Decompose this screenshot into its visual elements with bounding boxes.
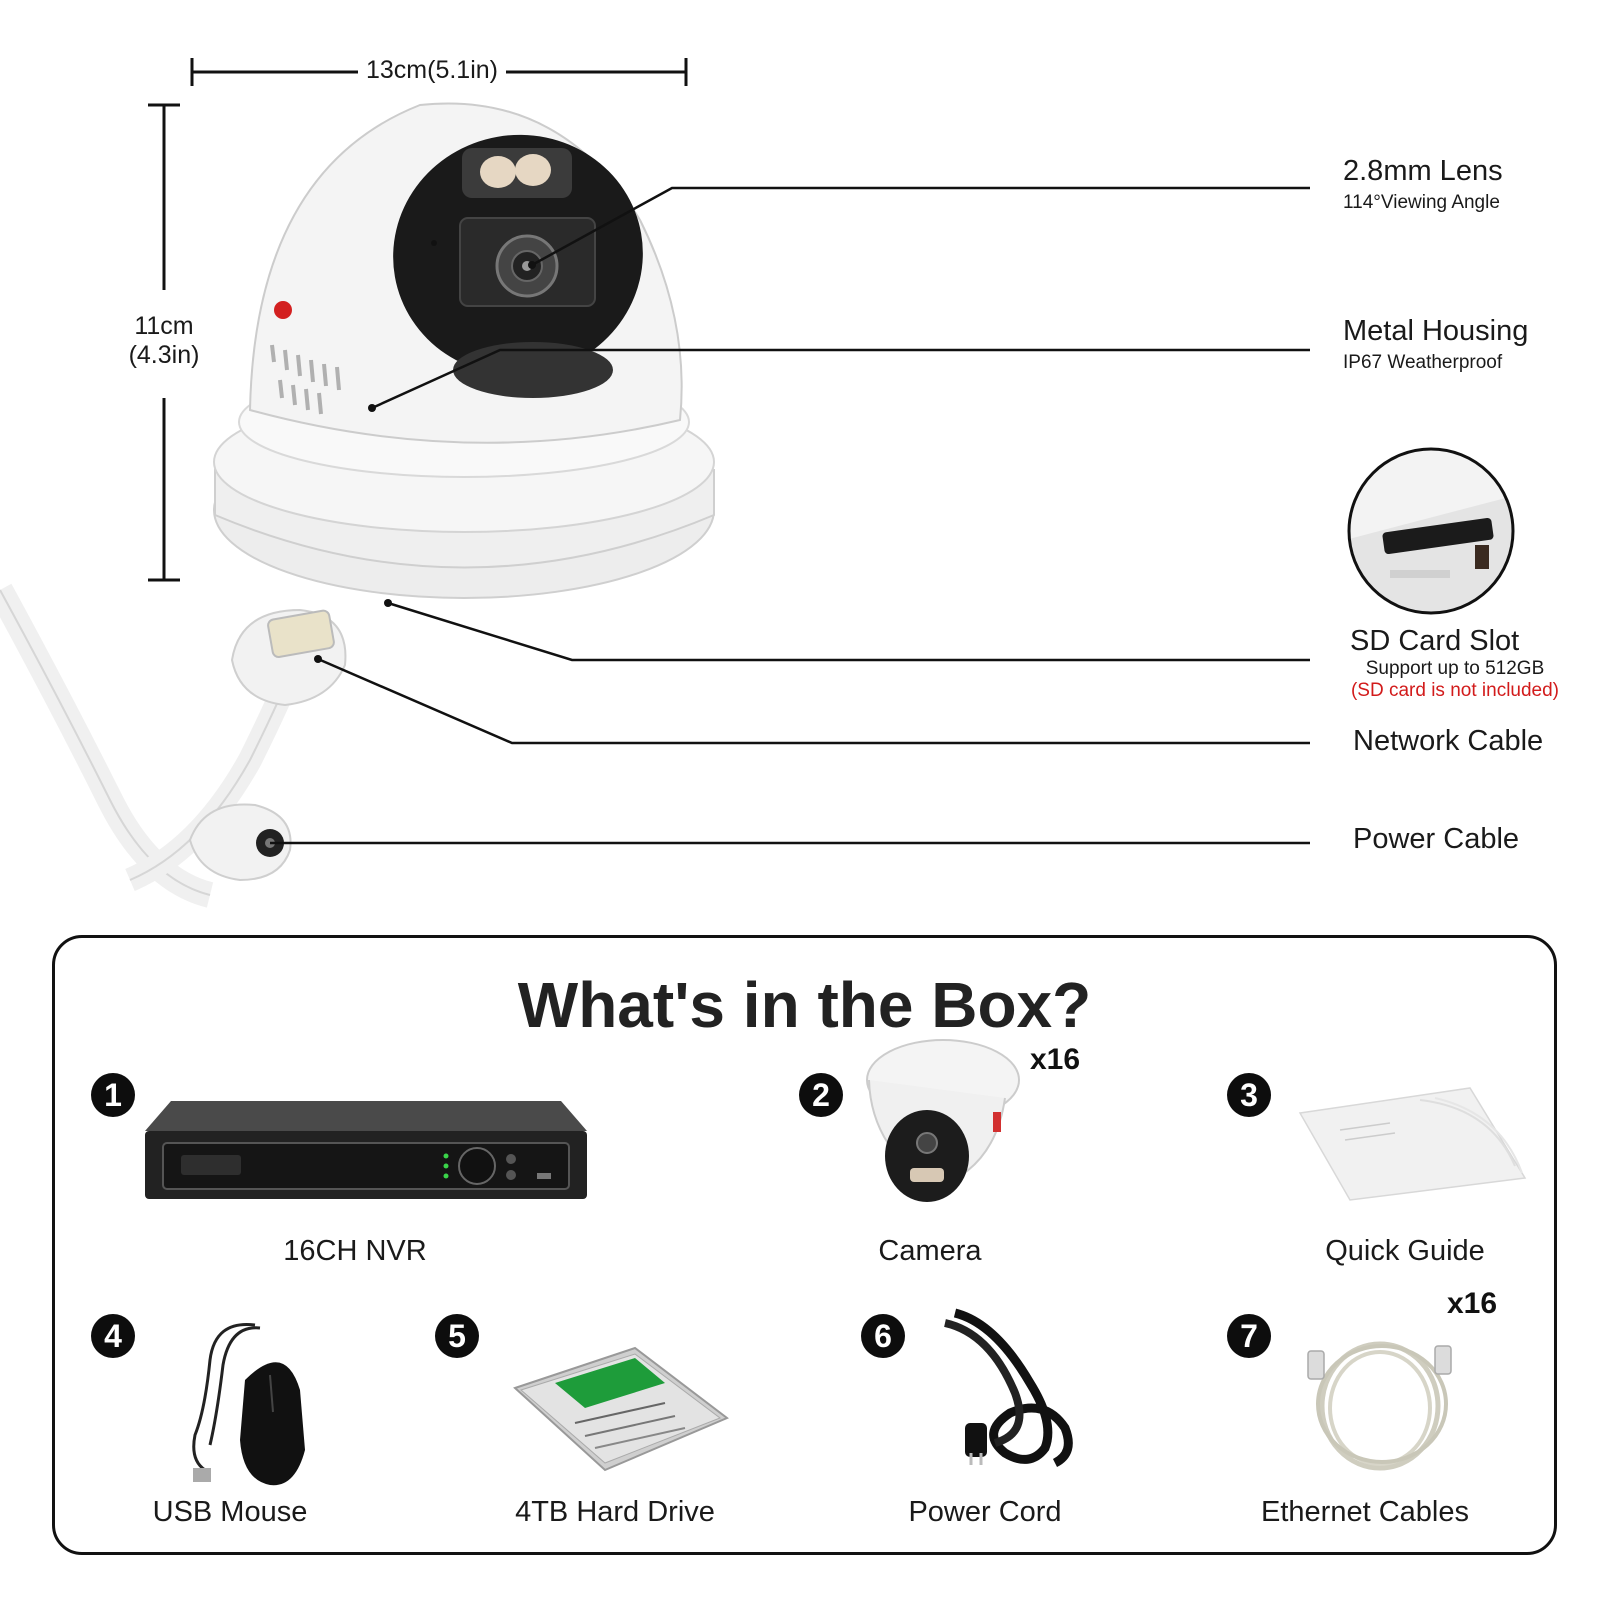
callout-lens: 2.8mm Lens 114°Viewing Angle — [1343, 155, 1503, 214]
item-label-hard-drive: 4TB Hard Drive — [515, 1496, 715, 1528]
callout-sd-subtitle: Support up to 512GB — [1365, 658, 1545, 679]
item-qty-camera: x16 — [1030, 1043, 1081, 1076]
callout-lens-subtitle: 114°Viewing Angle — [1343, 192, 1500, 213]
width-dimension-label: 13cm(5.1in) — [358, 56, 506, 85]
callout-power-title: Power Cable — [1353, 823, 1520, 855]
height-dimension-label: 11cm (4.3in) — [118, 312, 210, 370]
item-label-usb-mouse: USB Mouse — [152, 1496, 308, 1528]
item-number-7: 7 — [1227, 1314, 1271, 1358]
item-qty-ethernet: x16 — [1447, 1287, 1498, 1320]
callout-sd-card: SD Card Slot Support up to 512GB (SD car… — [1330, 625, 1580, 702]
box-title: What's in the Box? — [517, 969, 1092, 1041]
item-number-6: 6 — [861, 1314, 905, 1358]
callout-lens-title: 2.8mm Lens — [1343, 155, 1503, 187]
item-number-3: 3 — [1227, 1073, 1271, 1117]
item-label-power-cord: Power Cord — [908, 1496, 1062, 1528]
item-label-camera: Camera — [878, 1235, 982, 1267]
item-label-nvr: 16CH NVR — [283, 1235, 427, 1267]
callout-sd-title: SD Card Slot — [1350, 625, 1520, 657]
callout-housing: Metal Housing IP67 Weatherproof — [1343, 315, 1528, 374]
callout-sd-note: (SD card is not included) — [1350, 680, 1560, 701]
item-number-1: 1 — [91, 1073, 135, 1117]
item-label-quick-guide: Quick Guide — [1325, 1235, 1485, 1267]
mouse-icon — [192, 1322, 305, 1486]
item-number-5: 5 — [435, 1314, 479, 1358]
dome-camera-icon — [866, 1039, 1020, 1202]
hard-drive-icon — [513, 1346, 729, 1472]
power-cord-icon — [944, 1308, 1073, 1468]
callout-housing-subtitle: IP67 Weatherproof — [1343, 352, 1503, 373]
callout-network-title: Network Cable — [1353, 725, 1544, 757]
height-label-in: (4.3in) — [128, 341, 200, 369]
ethernet-cable-icon — [1307, 1341, 1452, 1471]
whats-in-the-box-panel: What's in the Box? 1 16CH NVR 2 x16 Came… — [52, 935, 1557, 1555]
sd-card-slot-inset — [1347, 447, 1515, 615]
callout-housing-title: Metal Housing — [1343, 315, 1529, 347]
item-number-2: 2 — [799, 1073, 843, 1117]
height-label-cm: 11cm — [134, 312, 194, 340]
item-label-ethernet-cables: Ethernet Cables — [1261, 1496, 1469, 1528]
nvr-recorder-icon — [145, 1101, 587, 1199]
booklet-icon — [1298, 1087, 1527, 1201]
item-number-4: 4 — [91, 1314, 135, 1358]
